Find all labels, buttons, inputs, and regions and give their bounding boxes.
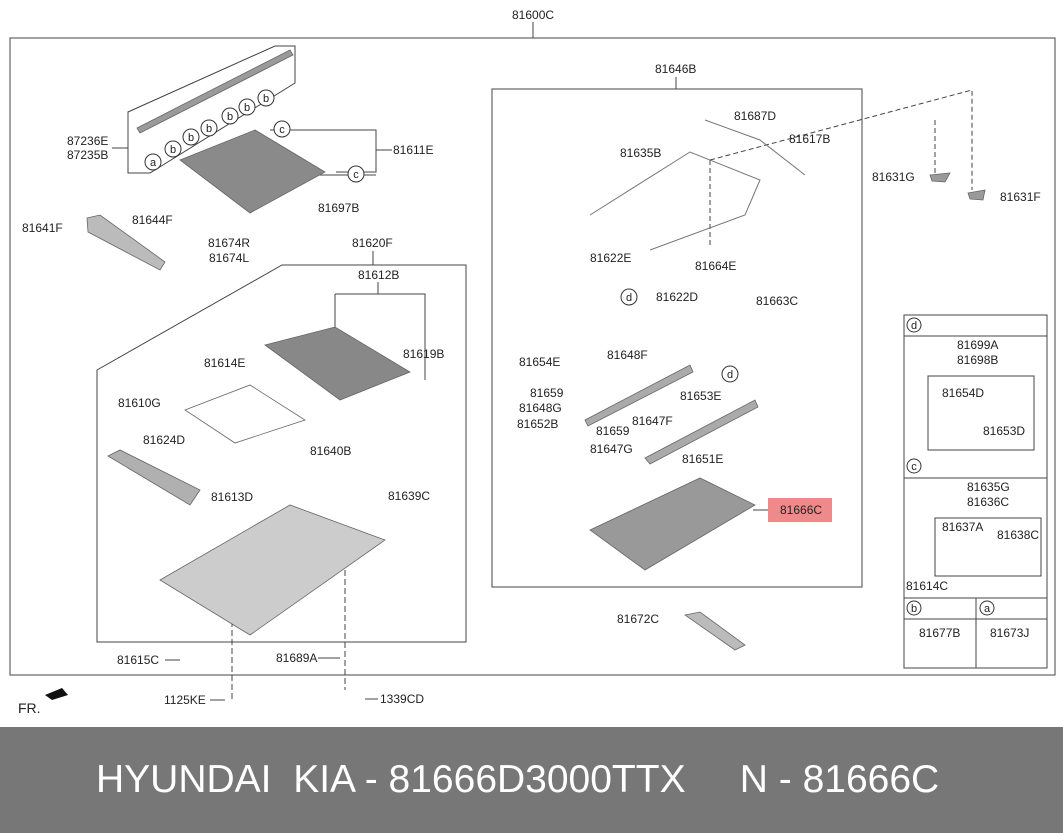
callout-b: b [206, 123, 212, 135]
roller-blind-part [589, 477, 756, 571]
sunroof-box [96, 264, 467, 643]
part-label: 81611E [393, 143, 434, 157]
callout-b: b [188, 132, 194, 144]
part-label: 81687D [734, 109, 777, 123]
roof-moulding-part [136, 49, 294, 134]
part-label: 81674L [209, 251, 250, 265]
panel-c-header: c [911, 461, 917, 473]
part-label: 81631G [872, 170, 915, 184]
part-label: 81659 [530, 386, 564, 400]
part-number-banner: HYUNDAI KIA - 81666D3000TTX N - 81666C [0, 727, 1063, 833]
part-label: 81622D [656, 290, 699, 304]
moulding-box [127, 45, 296, 174]
panel-c-label: 81638C [997, 528, 1040, 542]
front-arrow-icon [45, 688, 68, 700]
part-label: 87236E [67, 134, 109, 148]
callouts: a b b b b b b c c d d d c b a [144, 89, 995, 616]
part-label: 81659 [596, 424, 630, 438]
part-label: 81674R [208, 236, 251, 250]
part-label: 1125KE [164, 693, 206, 707]
sunshade-part [107, 449, 201, 506]
part-label: 81612B [358, 268, 400, 282]
part-label: 81648F [607, 348, 648, 362]
frame-part [159, 504, 386, 636]
part-label: 81647F [632, 414, 673, 428]
part-label: 81610G [118, 396, 161, 410]
callout-b: b [263, 93, 269, 105]
rail-part [684, 611, 746, 651]
seal-part [184, 384, 306, 444]
callout-b: b [170, 144, 176, 156]
panel-d-label: 81698B [957, 353, 999, 367]
panel-d-header: d [911, 320, 917, 332]
callout-a: a [150, 157, 157, 169]
part-label: 81617B [789, 132, 831, 146]
part-label: 81624D [143, 433, 186, 447]
highlighted-part-box [768, 498, 832, 522]
callout-b: b [244, 102, 250, 114]
part-label: 81640B [310, 444, 352, 458]
part-label: 81652B [517, 417, 559, 431]
callout-d: d [626, 292, 632, 304]
part-label: 81622E [590, 251, 632, 265]
part-label: 81613D [211, 490, 254, 504]
panel-a-label: 81673J [990, 626, 1030, 640]
part-label: 81663C [756, 294, 799, 308]
part-label: 81651E [682, 452, 724, 466]
part-label: 81615C [117, 653, 160, 667]
callout-c: c [279, 124, 285, 136]
panel-b-label: 81677B [919, 626, 961, 640]
panel-c-label: 81637A [942, 520, 984, 534]
callout-d: d [727, 369, 733, 381]
part-label: 81647G [590, 442, 633, 456]
part-label: 87235B [67, 148, 109, 162]
part-label: 81653E [680, 389, 722, 403]
part-label: 81646B [655, 62, 697, 76]
glass-part [264, 326, 411, 401]
part-label: 81619B [403, 347, 445, 361]
part-label: 81654E [519, 355, 561, 369]
panel-c-label: 81614C [906, 579, 949, 593]
callout-b: b [227, 111, 233, 123]
part-label: 81620F [352, 236, 393, 250]
label-assembly: 81600C [512, 8, 555, 22]
panorama-box [491, 88, 863, 588]
panel-d-label: 81654D [942, 386, 985, 400]
deflector-part [86, 214, 166, 271]
part-label: 1339CD [380, 692, 425, 706]
part-label: 81639C [388, 489, 431, 503]
panel-a-header: a [984, 603, 991, 615]
part-label: 81664E [695, 259, 737, 273]
panel-b-header: b [911, 603, 917, 615]
part-label: 81644F [132, 213, 173, 227]
part-label: 81631F [1000, 190, 1041, 204]
callout-c: c [353, 169, 359, 181]
part-label: 81689A [276, 651, 318, 665]
diagram-lines: a b b b b b b c c d d d c b a [9, 22, 1056, 701]
part-label: 81697B [318, 201, 360, 215]
front-label: FR. [18, 700, 41, 716]
part-label: 81614E [204, 356, 246, 370]
panel-c-label: 81635G [967, 480, 1010, 494]
part-label: 81641F [22, 221, 63, 235]
highlighted-part-label: 81666C [780, 503, 823, 517]
panel-d-label: 81699A [957, 338, 999, 352]
part-label: 81648G [519, 401, 562, 415]
roof-panel-part [179, 129, 326, 214]
panel-c-label: 81636C [967, 495, 1010, 509]
part-label: 81672C [617, 612, 660, 626]
part-label: 81635B [620, 146, 662, 160]
panel-d-label: 81653D [983, 424, 1026, 438]
